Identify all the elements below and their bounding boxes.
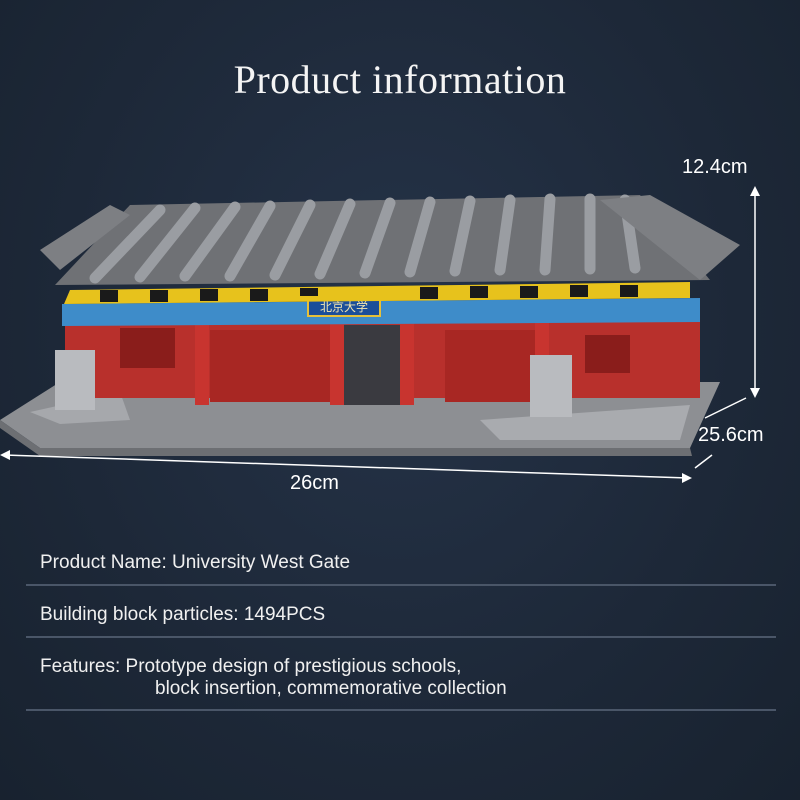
- product-image: 北京大学: [0, 186, 760, 483]
- page-title: Product information: [233, 57, 567, 102]
- height-label: 12.4cm: [682, 156, 748, 178]
- particle-count: Building block particles: 1494PCS: [40, 604, 326, 625]
- features: Features: Prototype design of prestigiou…: [40, 656, 507, 700]
- gateway: [340, 325, 400, 405]
- dimension-lines: [0, 186, 760, 483]
- lion-statue-right: [530, 355, 572, 417]
- width-label: 26cm: [290, 472, 339, 494]
- features-line-2: block insertion, commemorative collectio…: [155, 678, 507, 699]
- features-line-1: Features: Prototype design of prestigiou…: [40, 656, 462, 677]
- depth-label: 25.6cm: [698, 424, 764, 446]
- divider: [26, 584, 776, 586]
- lion-statue-left: [55, 350, 95, 410]
- divider: [26, 636, 776, 638]
- product-name: Product Name: University West Gate: [40, 552, 351, 573]
- divider: [26, 709, 776, 711]
- gate-sign-text: 北京大学: [320, 299, 368, 314]
